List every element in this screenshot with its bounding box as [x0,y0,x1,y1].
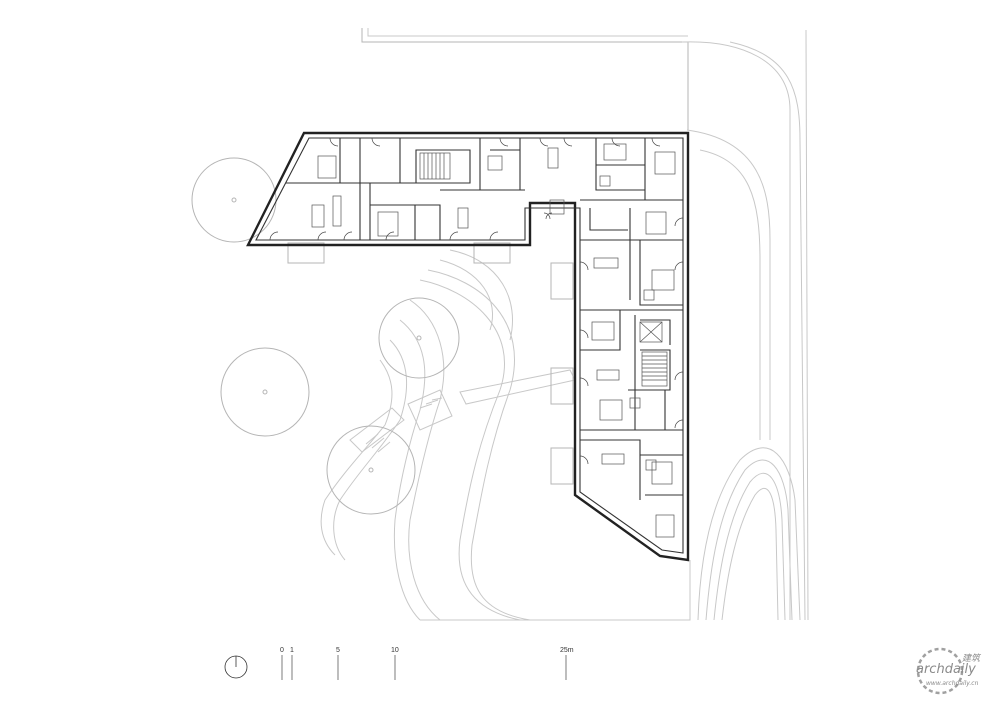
scale-label-10: 10 [391,647,399,654]
north-arrow-icon [224,655,248,679]
scale-label-25m: 25m [560,647,574,654]
doors [269,137,684,465]
scale-bar: 0 1 5 10 25m [280,647,574,680]
watermark-url: www.archdaily.cn [926,680,979,687]
scale-label-1: 1 [290,647,294,654]
scale-label-0: 0 [280,647,284,654]
stairs-and-fixtures [311,143,676,538]
trees [191,157,460,515]
terraces [287,242,574,485]
site-context [320,28,809,621]
watermark-logo: archdaily 建筑 www.archdaily.cn [916,647,982,695]
watermark-brand: archdaily [916,662,976,677]
watermark-cn: 建筑 [962,653,982,664]
scale-label-5: 5 [336,647,340,654]
interior-walls [286,138,683,500]
